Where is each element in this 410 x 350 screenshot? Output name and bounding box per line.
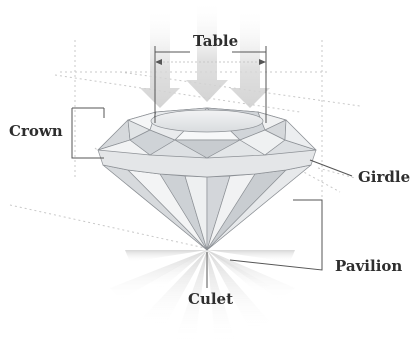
diamond-body (98, 108, 316, 250)
label-girdle: Girdle (358, 170, 410, 185)
light-arrows (140, 0, 270, 108)
label-culet: Culet (188, 292, 233, 307)
label-pavilion: Pavilion (335, 259, 402, 274)
label-table: Table (193, 34, 238, 49)
label-crown: Crown (9, 124, 63, 139)
